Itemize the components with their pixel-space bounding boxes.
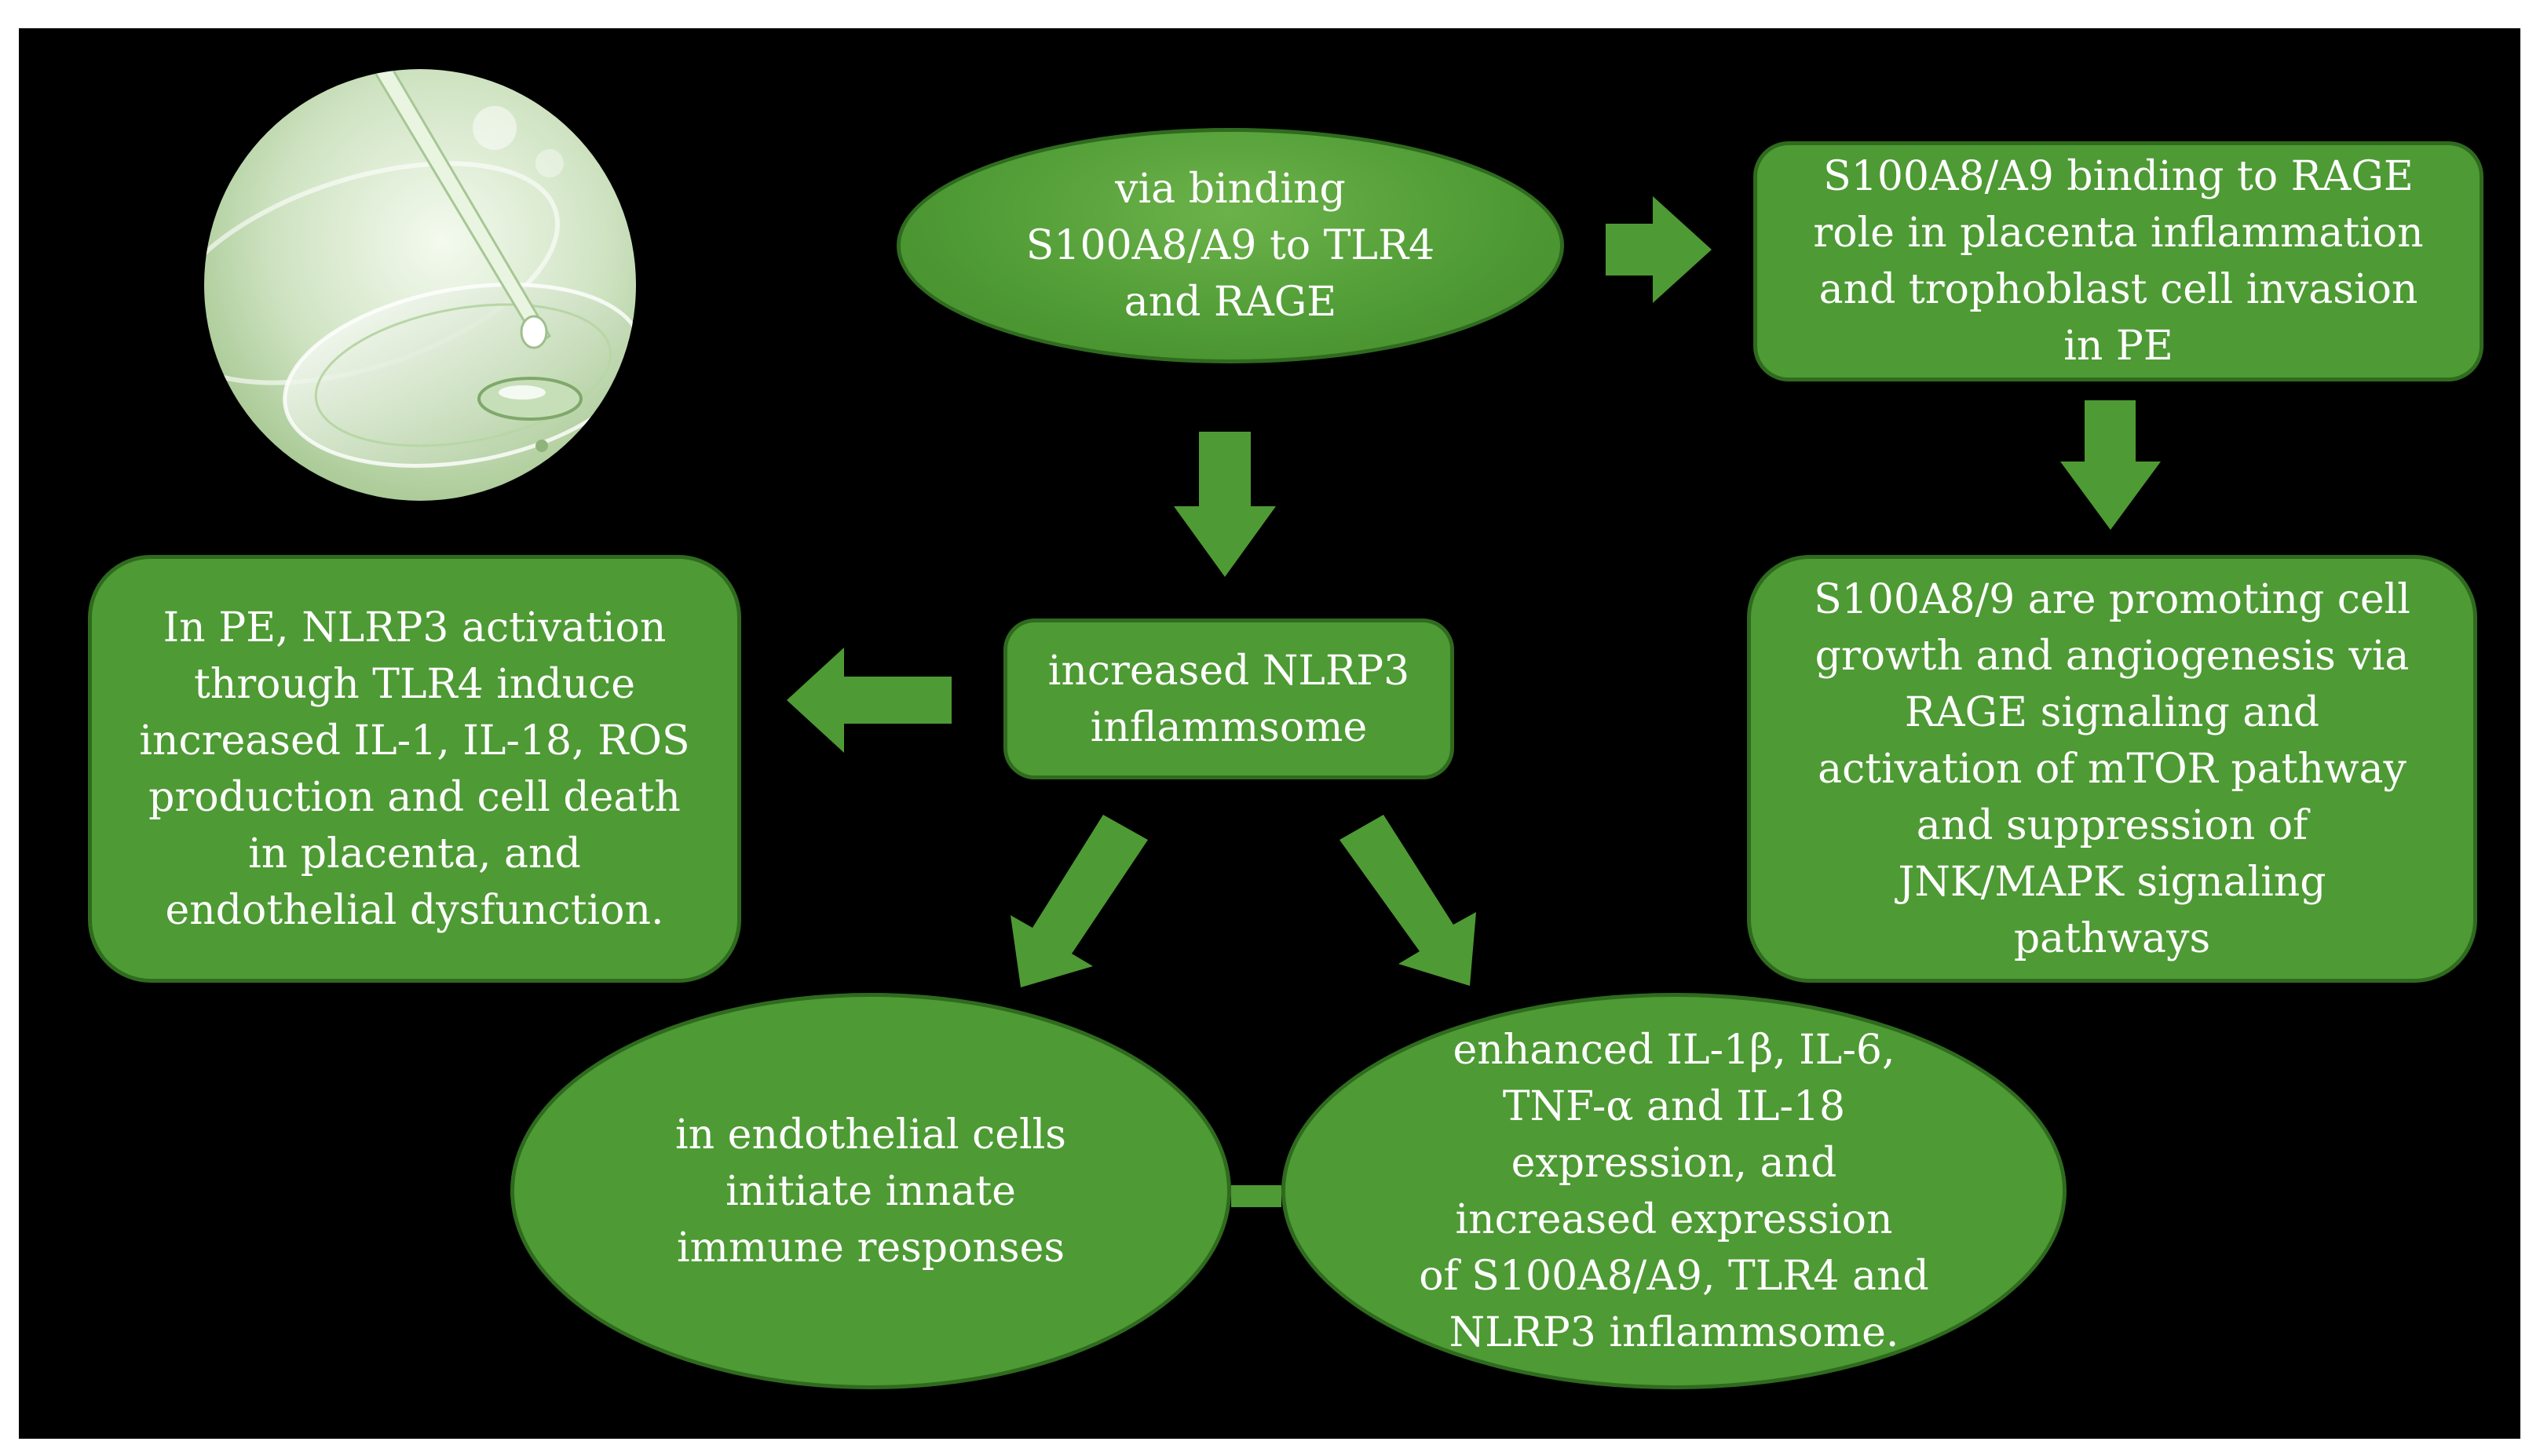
node-nlrp3-inflammasome: increased NLRP3 inflammsome <box>1003 619 1454 779</box>
node-binding-tlr4-rage: via binding S100A8/A9 to TLR4 and RAGE <box>897 128 1564 363</box>
node-s100a8-9-cell-growth: S100A8/9 are promoting cell growth and a… <box>1747 555 2477 983</box>
arrow-left <box>787 648 952 753</box>
arrow-right-top <box>1606 196 1712 303</box>
arrow-down-right <box>2060 400 2161 530</box>
node-endothelial-immune-response: in endothelial cells initiate innate imm… <box>510 993 1231 1389</box>
arrow-down-right-diag <box>1339 815 1476 986</box>
arrow-down-center <box>1174 432 1276 577</box>
pipette-petri-dish-icon <box>204 69 636 501</box>
arrow-down-left <box>1011 815 1148 987</box>
node-rage-placenta-inflammation: S100A8/A9 binding to RAGE role in placen… <box>1753 141 2483 381</box>
bottom-connector <box>1231 1185 1281 1207</box>
node-enhanced-cytokine-expression: enhanced IL-1β, IL-6, TNF-α and IL-18 ex… <box>1281 993 2067 1389</box>
node-nlrp3-tlr4-effects: In PE, NLRP3 activation through TLR4 ind… <box>88 555 741 983</box>
